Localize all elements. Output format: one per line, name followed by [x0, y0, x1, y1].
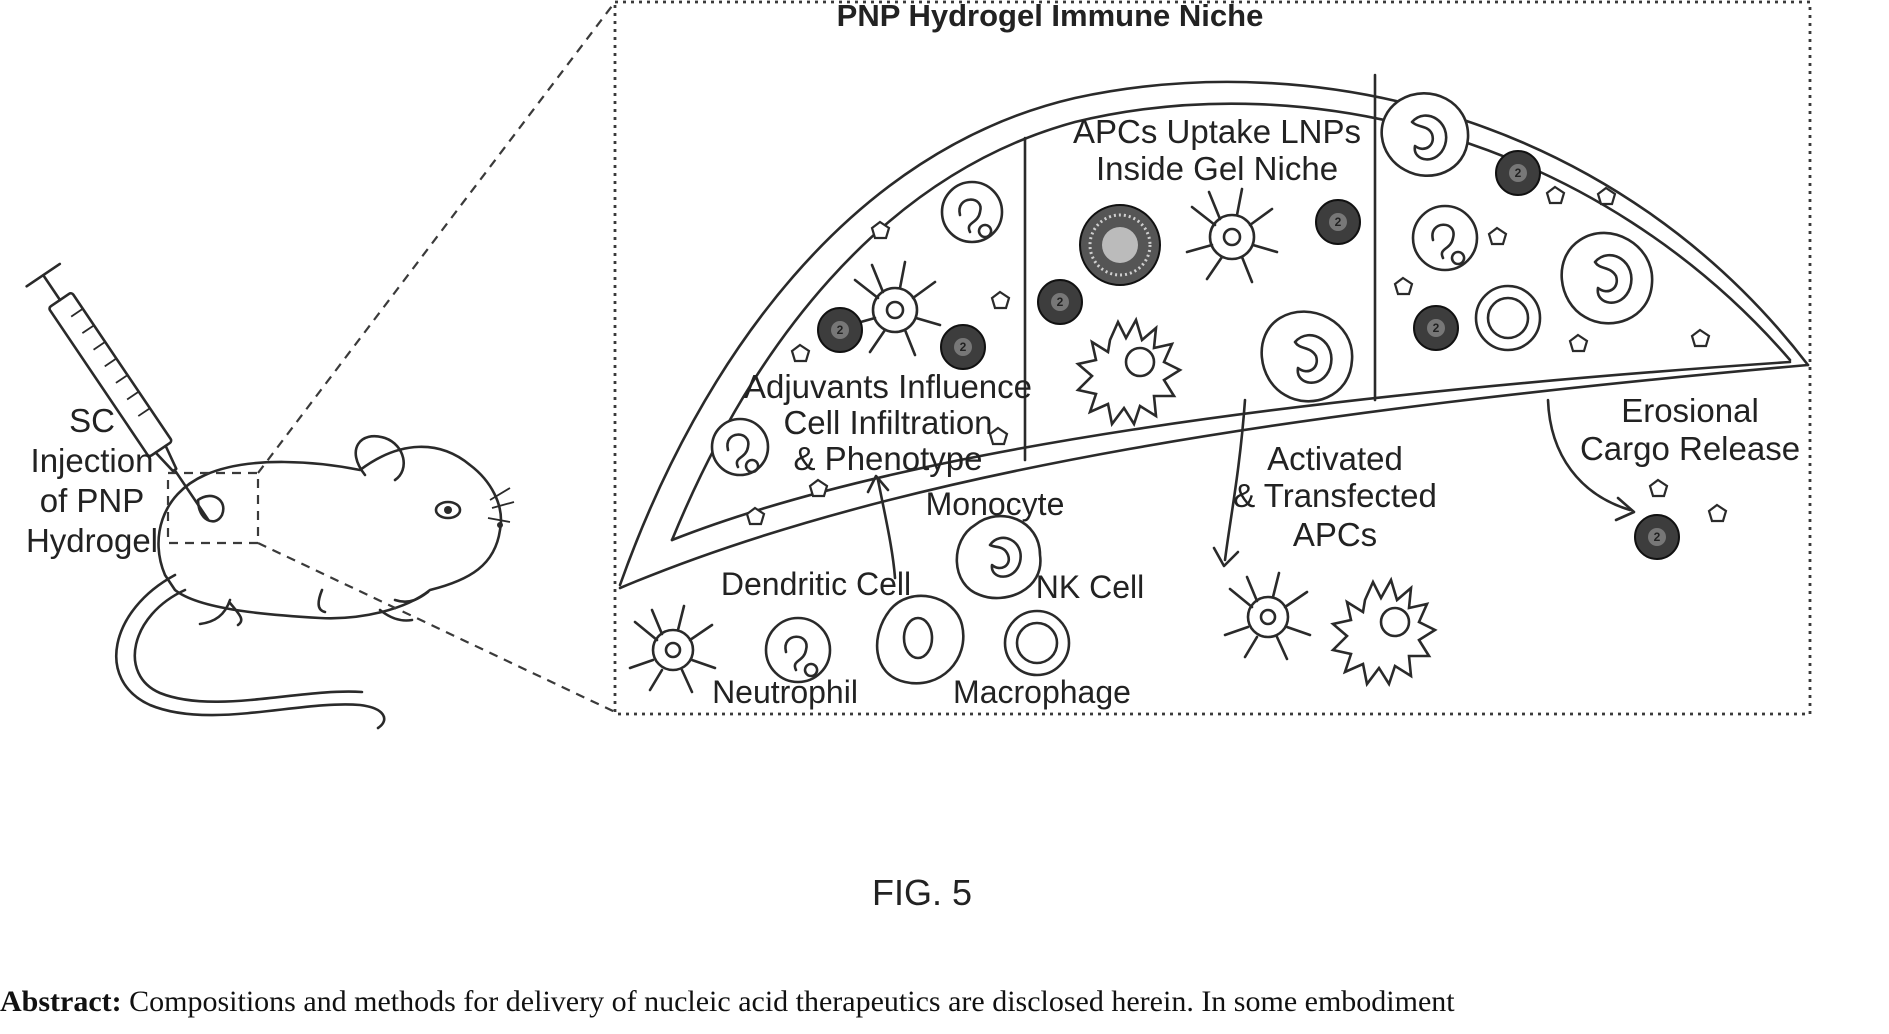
svg-text:2: 2 [1515, 166, 1522, 180]
mouse-illustration [116, 2, 615, 728]
abstract-label: Abstract: [0, 985, 122, 1018]
influx-label-line-2: Cell Infiltration [783, 404, 992, 441]
neutrophil-cell [1413, 206, 1477, 270]
lnp-icon: 2 [941, 325, 985, 369]
macrophage-label: Macrophage [953, 674, 1131, 710]
lnp-icon: 2 [1496, 151, 1540, 195]
neutrophil-cell [766, 618, 830, 682]
svg-text:2: 2 [1433, 321, 1440, 335]
svg-text:2: 2 [837, 323, 844, 337]
neutrophil-cell [942, 182, 1002, 242]
monocyte-cell [1562, 233, 1652, 323]
lnp-icon: 2 [1635, 515, 1679, 559]
monocyte-label: Monocyte [926, 486, 1065, 522]
dendritic-cell [850, 262, 940, 355]
macrophage-cell [877, 596, 963, 683]
dendritic-cell [1187, 189, 1277, 282]
monocyte-cell [1382, 93, 1468, 175]
activated-label-line-1: Activated [1267, 440, 1403, 477]
uptake-label-line-1: APCs Uptake LNPs [1073, 113, 1361, 150]
lnp-icon: 2 [1316, 200, 1360, 244]
injection-label-line-1: SC [69, 402, 115, 439]
dendritic-cell [1225, 573, 1310, 659]
release-label-line-1: Erosional [1621, 392, 1759, 429]
abstract-text: Abstract: Compositions and methods for d… [0, 982, 1889, 1034]
injection-label-line-3: of PNP [40, 482, 145, 519]
influx-label-line-3: & Phenotype [794, 440, 983, 477]
release-label-line-2: Cargo Release [1580, 430, 1800, 467]
dendritic-cell [630, 606, 715, 692]
svg-text:2: 2 [960, 340, 967, 354]
dendritic-cell [1333, 580, 1435, 684]
lnp-icon: 2 [818, 308, 862, 352]
activated-label-line-3: APCs [1293, 516, 1377, 553]
svg-text:2: 2 [1057, 295, 1064, 309]
influx-label-line-1: Adjuvants Influence [744, 368, 1032, 405]
infiltration-arrow [868, 476, 895, 578]
lnp-icon: 2 [1038, 280, 1082, 324]
svg-text:2: 2 [1335, 215, 1342, 229]
nk-cell-label: NK Cell [1036, 569, 1144, 605]
dendritic-cell [1078, 320, 1180, 424]
nk-cell [1476, 286, 1540, 350]
lnp-large-icon [1080, 205, 1160, 285]
neutrophil-label: Neutrophil [712, 674, 858, 710]
lnp-icon: 2 [1414, 306, 1458, 350]
injection-label-line-4: Hydrogel [26, 522, 158, 559]
uptake-label-line-2: Inside Gel Niche [1096, 150, 1338, 187]
activated-label-line-2: & Transfected [1233, 477, 1437, 514]
dendritic-cell-label: Dendritic Cell [721, 566, 911, 602]
neutrophil-cell [712, 419, 768, 475]
abstract-body: Compositions and methods for delivery of… [129, 985, 1454, 1018]
monocyte-cell [957, 516, 1041, 598]
svg-text:2: 2 [1654, 530, 1661, 544]
figure-label: FIG. 5 [872, 872, 972, 913]
niche-title: PNP Hydrogel Immune Niche [837, 0, 1264, 33]
injection-label-line-2: Injection [31, 442, 154, 479]
monocyte-cell [1262, 312, 1352, 402]
nk-cell [1005, 611, 1069, 675]
